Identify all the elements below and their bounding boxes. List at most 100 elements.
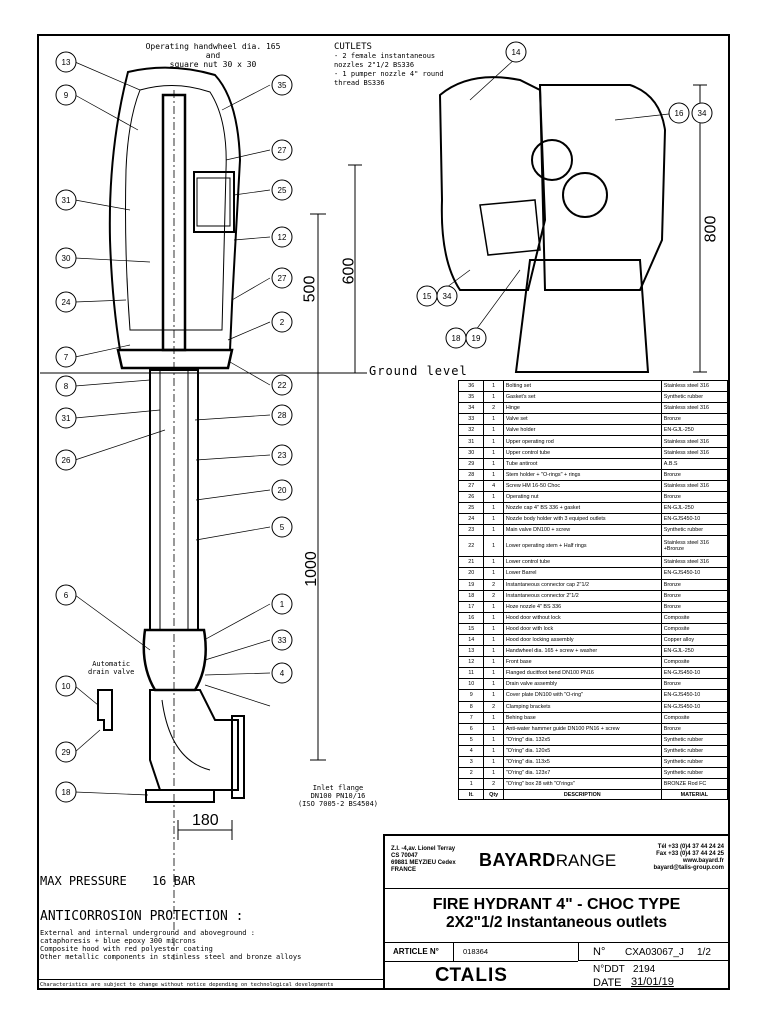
inlet-flange-line: (ISO 7005-2 BS4504) (297, 800, 379, 808)
outlets-line: nozzles 2"1/2 BS336 (334, 61, 415, 69)
parts-cell: 1 (483, 391, 504, 404)
parts-cell: Copper alloy (660, 633, 729, 647)
parts-cell: 2 (483, 578, 504, 591)
balloon-number: 9 (64, 91, 69, 100)
parts-cell: EN-GJL-250 (660, 645, 729, 658)
parts-cell: 2 (483, 402, 504, 415)
address-line: 69881 MEYZIEU Cedex (391, 860, 456, 866)
parts-cell: 24 (457, 513, 485, 526)
parts-cell: Stainless steel 316 (660, 379, 729, 393)
balloon-number: 12 (278, 233, 287, 242)
address-line: Z.I. -4,av. Lionel Terray (391, 846, 456, 852)
contact-line: Fax +33 (0)4 37 44 24 25 (656, 851, 724, 857)
balloon-number: 31 (62, 414, 71, 423)
parts-cell: Bolting set (502, 379, 662, 393)
max-pressure-label: MAX PRESSURE (40, 874, 127, 888)
handwheel-note-line: square nut 30 x 30 (169, 60, 257, 69)
balloon-circle (271, 179, 293, 201)
balloon-circle (271, 374, 293, 396)
parts-cell: Hood door without lock (502, 611, 662, 624)
balloon-circle (271, 74, 293, 96)
balloon-number: 31 (62, 196, 71, 205)
parts-cell: 1 (483, 535, 504, 558)
balloon-number: 4 (280, 669, 285, 678)
balloon-number: 24 (62, 298, 71, 307)
outlets-note: CUTLETS - 2 female instantaneous nozzles… (334, 42, 444, 88)
parts-cell: BRONZE Rod FC (660, 778, 729, 791)
parts-cell: 1 (483, 633, 504, 647)
parts-cell: EN-GJS450-10 (660, 689, 729, 702)
parts-cell: 1 (483, 468, 504, 481)
anticorrosion-line: Composite hood with red polyester coatin… (40, 945, 213, 953)
parts-cell: Lower operating stem + Half rings (502, 535, 662, 558)
parts-cell: 1 (483, 611, 504, 624)
drain-valve-drawing (97, 689, 113, 731)
parts-cell: 23 (457, 524, 485, 537)
parts-cell: Upper control tube (502, 446, 662, 459)
drawing-no-value: CXA03067_J (625, 947, 684, 958)
talis-logo-text: TALIS (449, 965, 508, 986)
balloon-circle (505, 41, 527, 63)
anticorrosion-line: External and internal underground and ab… (40, 929, 255, 937)
parts-cell: 1 (483, 502, 504, 515)
balloon-circle (55, 346, 77, 368)
balloon-circle (271, 662, 293, 684)
parts-cell: 1 (483, 490, 504, 504)
dimension-1000: 1000 (302, 551, 320, 587)
balloon-number: 8 (64, 382, 69, 391)
parts-cell: Hood door with lock (502, 622, 662, 635)
inlet-flange-line: DN100 PN10/16 (310, 792, 366, 800)
balloon-circle (55, 781, 77, 803)
parts-cell: "O'ring" dia. 123x7 (502, 767, 662, 780)
ddt-value: 2194 (633, 964, 656, 975)
balloon-circle (271, 444, 293, 466)
talis-c-icon: C (435, 964, 450, 986)
parts-cell: 35 (457, 391, 485, 404)
date-value: 31/01/19 (631, 976, 674, 988)
balloon-circle (271, 516, 293, 538)
balloon-circle (55, 675, 77, 697)
anticorrosion-line: Other metallic components in stainless s… (40, 953, 302, 961)
parts-cell: 2 (483, 700, 504, 713)
handwheel-note: Operating handwheel dia. 165 and square … (138, 42, 288, 69)
parts-cell: Handwheel dia. 165 + screw + washer (502, 645, 662, 658)
parts-cell: 22 (457, 535, 485, 558)
parts-cell: 18 (457, 589, 485, 602)
parts-cell: EN-GJL-250 (660, 502, 729, 515)
drain-valve-line: drain valve (88, 668, 135, 676)
parts-cell: 17 (457, 600, 485, 613)
drain-valve-line: Automatic (92, 660, 131, 668)
balloon-number: 15 (423, 292, 432, 301)
parts-cell: "O'ring" box 28 with "O'rings" (502, 778, 662, 791)
parts-cell: 1 (483, 667, 504, 680)
drawing-no-label: N° (593, 946, 606, 958)
dimension-600: 600 (340, 257, 358, 285)
parts-cell: A.B.S (660, 457, 729, 470)
parts-cell: Composite (660, 622, 729, 635)
drain-valve-label: Automatic drain valve (88, 660, 134, 676)
parts-cell: Composite (660, 711, 729, 724)
parts-cell: 1 (483, 767, 504, 780)
footer-disclaimer: Characteristics are subject to change wi… (37, 979, 383, 990)
parts-header-cell: MATERIAL (660, 789, 729, 801)
parts-cell: 1 (483, 600, 504, 613)
balloon-number: 14 (512, 48, 521, 57)
brand-logo: BAYARDRANGE (479, 850, 616, 871)
parts-cell: Lower control tube (502, 556, 662, 569)
parts-cell: Nozzle body holder with 3 equiped outlet… (502, 513, 662, 526)
parts-cell: 2 (483, 778, 504, 791)
balloon-circle (55, 84, 77, 106)
parts-cell: Stainless steel 316 (660, 402, 729, 415)
